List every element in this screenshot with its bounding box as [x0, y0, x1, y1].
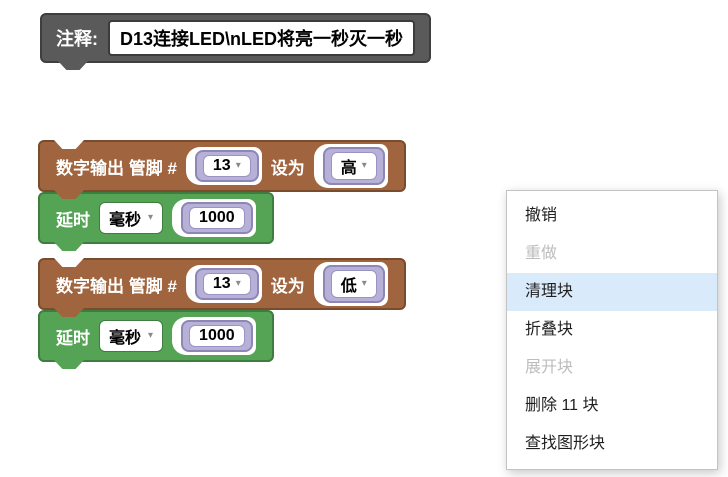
set-label: 设为: [270, 158, 305, 178]
digital-write-label: 数字输出 管脚 #: [56, 276, 177, 296]
delay-unit: 毫秒: [109, 330, 142, 347]
comment-label: 注释:: [56, 29, 98, 49]
level-chip[interactable]: 高 ▾: [322, 147, 385, 185]
delay-number-chip[interactable]: 1000: [181, 202, 253, 234]
delay-number-field[interactable]: 1000: [189, 325, 245, 347]
level-value-socket: 高 ▾: [313, 144, 388, 188]
delay-label: 延时: [56, 328, 90, 348]
delay-block-2[interactable]: 延时 毫秒 ▾ 1000: [38, 310, 274, 362]
delay-number-field[interactable]: 1000: [189, 207, 245, 229]
pin-value: 13: [212, 275, 231, 292]
delay-block-1[interactable]: 延时 毫秒 ▾ 1000: [38, 192, 274, 244]
menu-item-redo: 重做: [525, 245, 558, 262]
level-value: 高: [340, 160, 357, 177]
pin-value-socket: 13 ▾: [185, 147, 262, 185]
delay-value-socket: 1000: [172, 199, 256, 237]
digital-write-block-2[interactable]: 数字输出 管脚 # 13 ▾ 设为 低 ▾: [38, 258, 406, 310]
pin-dropdown[interactable]: 13 ▾: [202, 273, 251, 295]
pin-value: 13: [212, 157, 231, 174]
menu-item-undo[interactable]: 撤销: [525, 207, 558, 224]
menu-item-delete-blocks[interactable]: 删除 11 块: [525, 397, 599, 414]
delay-value: 1000: [199, 327, 235, 344]
dropdown-arrow-icon: ▾: [148, 330, 154, 341]
delay-unit: 毫秒: [109, 212, 142, 229]
delay-value: 1000: [199, 209, 235, 226]
level-value: 低: [340, 278, 357, 295]
comment-block[interactable]: 注释: D13连接LED\nLED将亮一秒灭一秒: [40, 13, 432, 63]
delay-unit-dropdown[interactable]: 毫秒 ▾: [99, 320, 164, 352]
comment-text-field[interactable]: D13连接LED\nLED将亮一秒灭一秒: [108, 20, 416, 56]
pin-value-socket: 13 ▾: [185, 265, 262, 303]
digital-write-block-1[interactable]: 数字输出 管脚 # 13 ▾ 设为 高 ▾: [38, 140, 406, 192]
pin-number-chip[interactable]: 13 ▾: [194, 268, 259, 300]
dropdown-arrow-icon: ▾: [235, 278, 241, 289]
level-dropdown[interactable]: 低 ▾: [330, 270, 377, 298]
menu-item-cleanup-blocks[interactable]: 清理块: [507, 273, 717, 311]
menu-item-expand-blocks: 展开块: [525, 359, 574, 376]
dropdown-arrow-icon: ▾: [361, 278, 367, 289]
level-dropdown[interactable]: 高 ▾: [330, 152, 377, 180]
level-value-socket: 低 ▾: [313, 262, 388, 306]
pin-dropdown[interactable]: 13 ▾: [202, 155, 251, 177]
menu-item-collapse-blocks[interactable]: 折叠块: [525, 321, 574, 338]
digital-write-label: 数字输出 管脚 #: [56, 158, 177, 178]
level-chip[interactable]: 低 ▾: [322, 265, 385, 303]
context-menu: 撤销 重做 清理块 折叠块 展开块 删除 11 块 查找图形块: [506, 190, 718, 470]
set-label: 设为: [270, 276, 305, 296]
menu-item-find-blocks[interactable]: 查找图形块: [525, 435, 606, 452]
delay-number-chip[interactable]: 1000: [181, 320, 253, 352]
dropdown-arrow-icon: ▾: [361, 160, 367, 171]
delay-label: 延时: [56, 210, 90, 230]
delay-unit-dropdown[interactable]: 毫秒 ▾: [99, 202, 164, 234]
dropdown-arrow-icon: ▾: [235, 160, 241, 171]
dropdown-arrow-icon: ▾: [148, 212, 154, 223]
pin-number-chip[interactable]: 13 ▾: [194, 150, 259, 182]
delay-value-socket: 1000: [172, 317, 256, 355]
